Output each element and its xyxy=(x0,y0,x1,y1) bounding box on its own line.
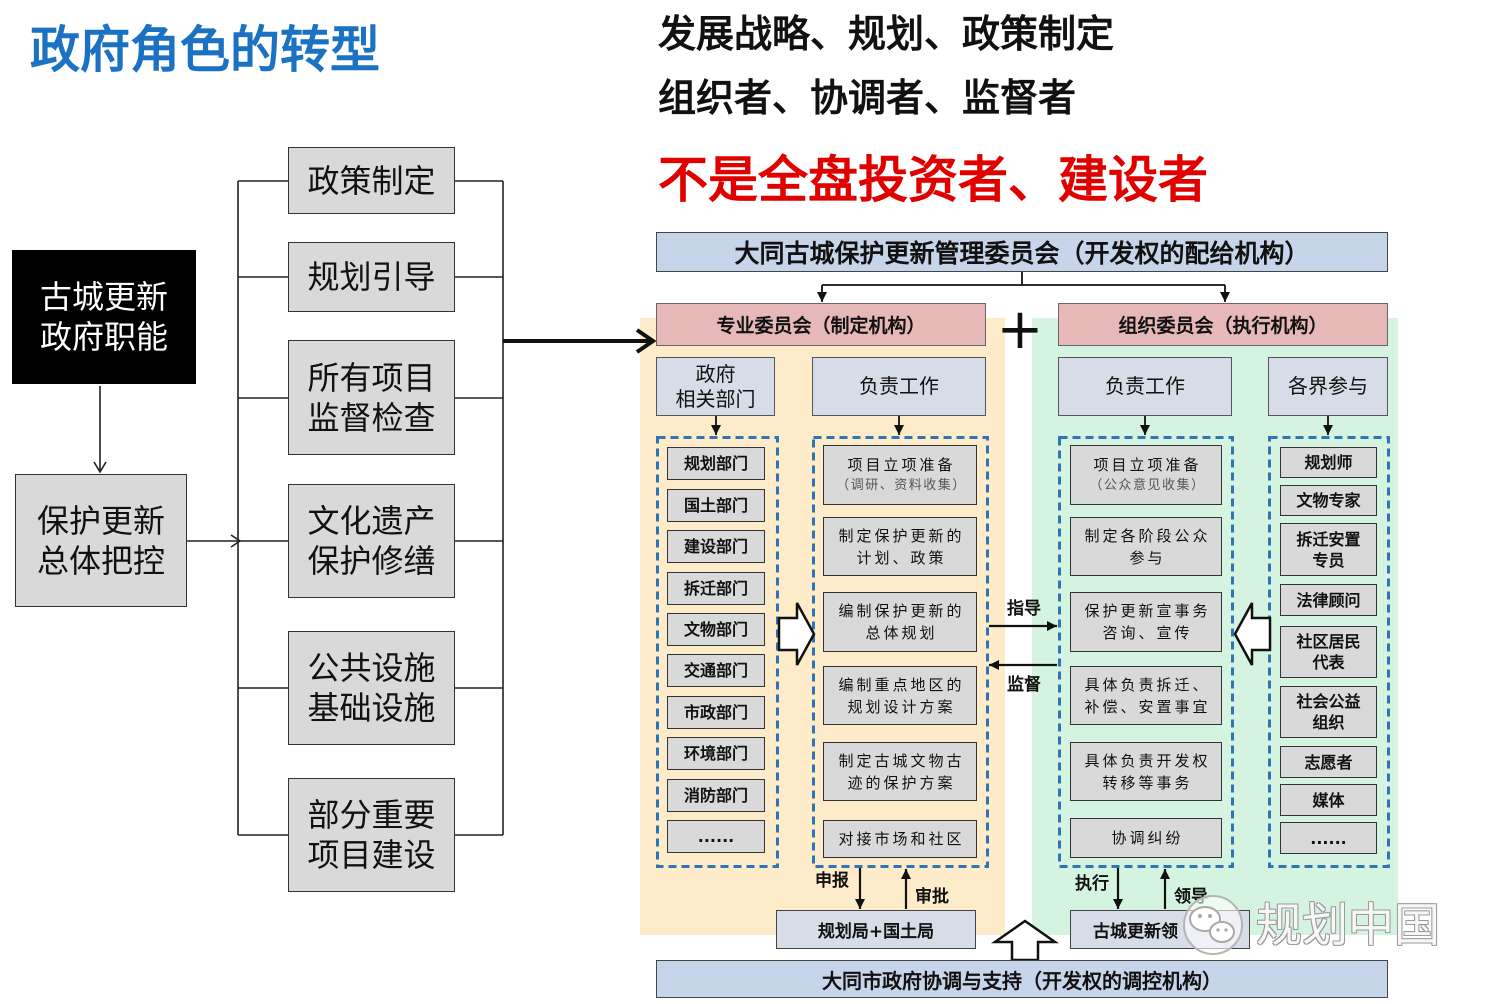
department-item: 拆迁部门 xyxy=(667,572,765,605)
execute-label: 执行 xyxy=(1075,874,1109,894)
participants-header: 各界参与 xyxy=(1268,357,1388,416)
participant-item: 法律顾问 xyxy=(1280,584,1377,616)
professional-task: 对接市场和社区 xyxy=(823,820,977,858)
participant-item: ...... xyxy=(1280,822,1377,854)
department-item: 建设部门 xyxy=(667,530,765,563)
department-item: 环境部门 xyxy=(667,737,765,770)
organizing-committee-box: 组织委员会（执行机构） xyxy=(1058,303,1388,346)
branch-supervision-box: 所有项目 监督检查 xyxy=(288,340,455,455)
task-title: 项目立项准备 xyxy=(1093,456,1202,474)
watermark-text: 规划中国 xyxy=(1256,898,1440,952)
department-item: 规划部门 xyxy=(667,447,765,480)
role-line-strategy: 发展战略、规划、政策制定 xyxy=(658,12,1115,56)
branch-planning-box: 规划引导 xyxy=(288,242,455,312)
management-committee-box: 大同古城保护更新管理委员会（开发权的配给机构） xyxy=(656,232,1388,272)
branch-policy-box: 政策制定 xyxy=(288,147,455,214)
department-item: 市政部门 xyxy=(667,696,765,729)
department-item: 国土部门 xyxy=(667,489,765,522)
professional-task-project-prep: 项目立项准备 （调研、资料收集） xyxy=(823,445,977,505)
professional-task: 编制保护更新的 总体规划 xyxy=(823,592,977,652)
task-title: 项目立项准备 xyxy=(847,456,956,474)
function-down-arrowhead xyxy=(93,461,107,474)
participant-item: 社会公益 组织 xyxy=(1280,686,1377,738)
branch-key-projects-box: 部分重要 项目建设 xyxy=(288,778,455,892)
professional-task: 制定保护更新的 计划、政策 xyxy=(823,517,977,576)
organizing-task: 制定各阶段公众 参与 xyxy=(1070,517,1222,576)
department-item: ...... xyxy=(667,820,765,853)
declare-label: 申报 xyxy=(815,871,849,891)
participant-item: 拆迁安置 专员 xyxy=(1280,523,1377,576)
department-item: 消防部门 xyxy=(667,779,765,812)
supervise-label: 监督 xyxy=(1007,675,1041,695)
participant-item: 媒体 xyxy=(1280,784,1377,816)
organizing-task: 协调纠纷 xyxy=(1070,818,1222,858)
overall-control-box: 保护更新 总体把控 xyxy=(15,474,187,607)
participant-item: 社区居民 代表 xyxy=(1280,626,1377,678)
approve-label: 审批 xyxy=(915,887,949,907)
professional-committee-box: 专业委员会（制定机构） xyxy=(656,303,986,346)
organizing-task-project-prep: 项目立项准备 （公众意见收集） xyxy=(1070,445,1222,505)
task-note: （调研、资料收集） xyxy=(836,478,967,493)
branch-infrastructure-box: 公共设施 基础设施 xyxy=(288,631,455,745)
professional-task: 编制重点地区的 规划设计方案 xyxy=(823,666,977,725)
planning-land-bureau-box: 规划局+国土局 xyxy=(776,910,976,949)
department-item: 交通部门 xyxy=(667,654,765,687)
city-government-box: 大同市政府协调与支持（开发权的调控机构） xyxy=(656,960,1388,998)
leading-group-box: 古城更新领 xyxy=(1070,910,1250,949)
participant-item: 志愿者 xyxy=(1280,746,1377,778)
role-line-coordinator: 组织者、协调者、监督者 xyxy=(658,76,1077,120)
control-to-bus-arrowhead xyxy=(230,534,242,548)
government-function-box: 古城更新 政府职能 xyxy=(12,250,196,384)
department-item: 文物部门 xyxy=(667,613,765,646)
participant-item: 规划师 xyxy=(1280,447,1377,478)
task-note: （公众意见收集） xyxy=(1089,478,1206,493)
guide-label: 指导 xyxy=(1007,599,1041,619)
organizing-task: 保护更新宣事务 咨询、宣传 xyxy=(1070,592,1222,652)
organizing-task: 具体负责拆迁、 补偿、安置事宜 xyxy=(1070,666,1222,725)
branch-heritage-box: 文化遗产 保护修缮 xyxy=(288,484,455,598)
role-line-not-investor: 不是全盘投资者、建设者 xyxy=(658,151,1208,209)
plus-sign: + xyxy=(996,297,1044,362)
departments-header: 政府 相关部门 xyxy=(656,357,775,416)
organizing-task: 具体负责开发权 转移等事务 xyxy=(1070,742,1222,801)
slide-title: 政府角色的转型 xyxy=(30,21,380,79)
professional-task: 制定古城文物古 迹的保护方案 xyxy=(823,742,977,801)
participant-item: 文物专家 xyxy=(1280,485,1377,516)
lead-label: 领导 xyxy=(1174,887,1208,907)
professional-work-header: 负责工作 xyxy=(812,357,986,416)
organizing-work-header: 负责工作 xyxy=(1058,357,1232,416)
